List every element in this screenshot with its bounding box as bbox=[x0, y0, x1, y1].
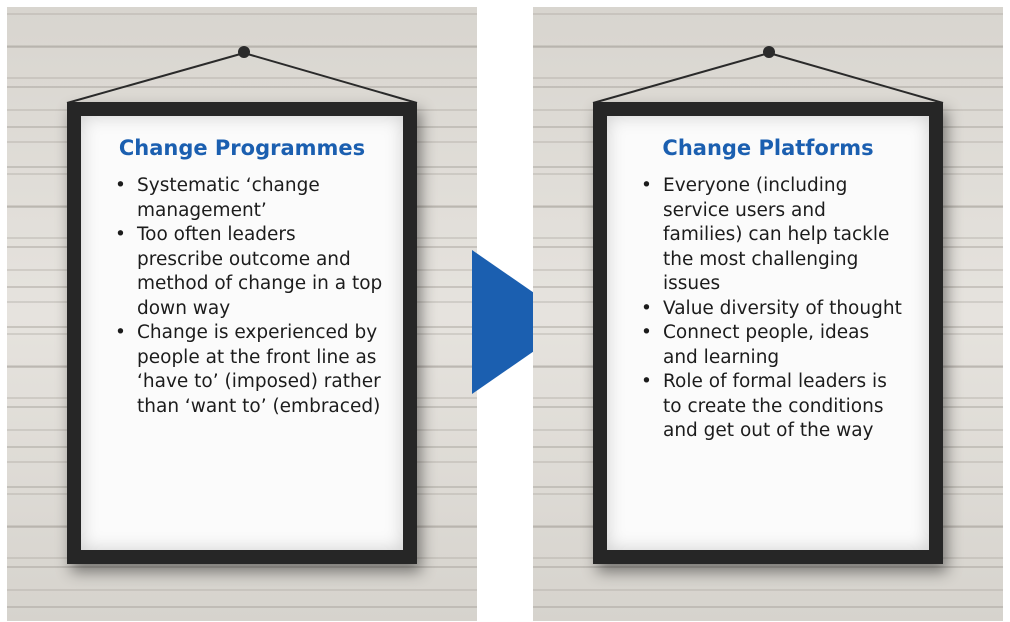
list-item: Everyone (including service users and fa… bbox=[641, 174, 909, 297]
list-item: Too often leaders prescribe outcome and … bbox=[115, 223, 383, 321]
list-item: Connect people, ideas and learning bbox=[641, 321, 909, 370]
nail-icon bbox=[763, 46, 775, 58]
poster-mat: Change Programmes Systematic ‘change man… bbox=[81, 116, 403, 550]
poster-frame: Change Programmes Systematic ‘change man… bbox=[67, 102, 417, 564]
list-item: Systematic ‘change management’ bbox=[115, 174, 383, 223]
poster-frame: Change Platforms Everyone (including ser… bbox=[593, 102, 943, 564]
right-poster-panel: Change Platforms Everyone (including ser… bbox=[533, 7, 1003, 621]
poster-title: Change Platforms bbox=[662, 136, 874, 160]
list-item: Role of formal leaders is to create the … bbox=[641, 370, 909, 444]
nail-icon bbox=[238, 46, 250, 58]
poster-title: Change Programmes bbox=[118, 136, 366, 160]
bullet-list: Everyone (including service users and fa… bbox=[641, 174, 909, 444]
list-item: Change is experienced by people at the f… bbox=[115, 321, 383, 419]
hanging-wire bbox=[592, 46, 944, 104]
hanging-wire bbox=[66, 46, 418, 104]
poster-mat: Change Platforms Everyone (including ser… bbox=[607, 116, 929, 550]
left-poster-panel: Change Programmes Systematic ‘change man… bbox=[7, 7, 477, 621]
bullet-list: Systematic ‘change management’ Too often… bbox=[115, 174, 383, 419]
list-item: Value diversity of thought bbox=[641, 297, 909, 322]
